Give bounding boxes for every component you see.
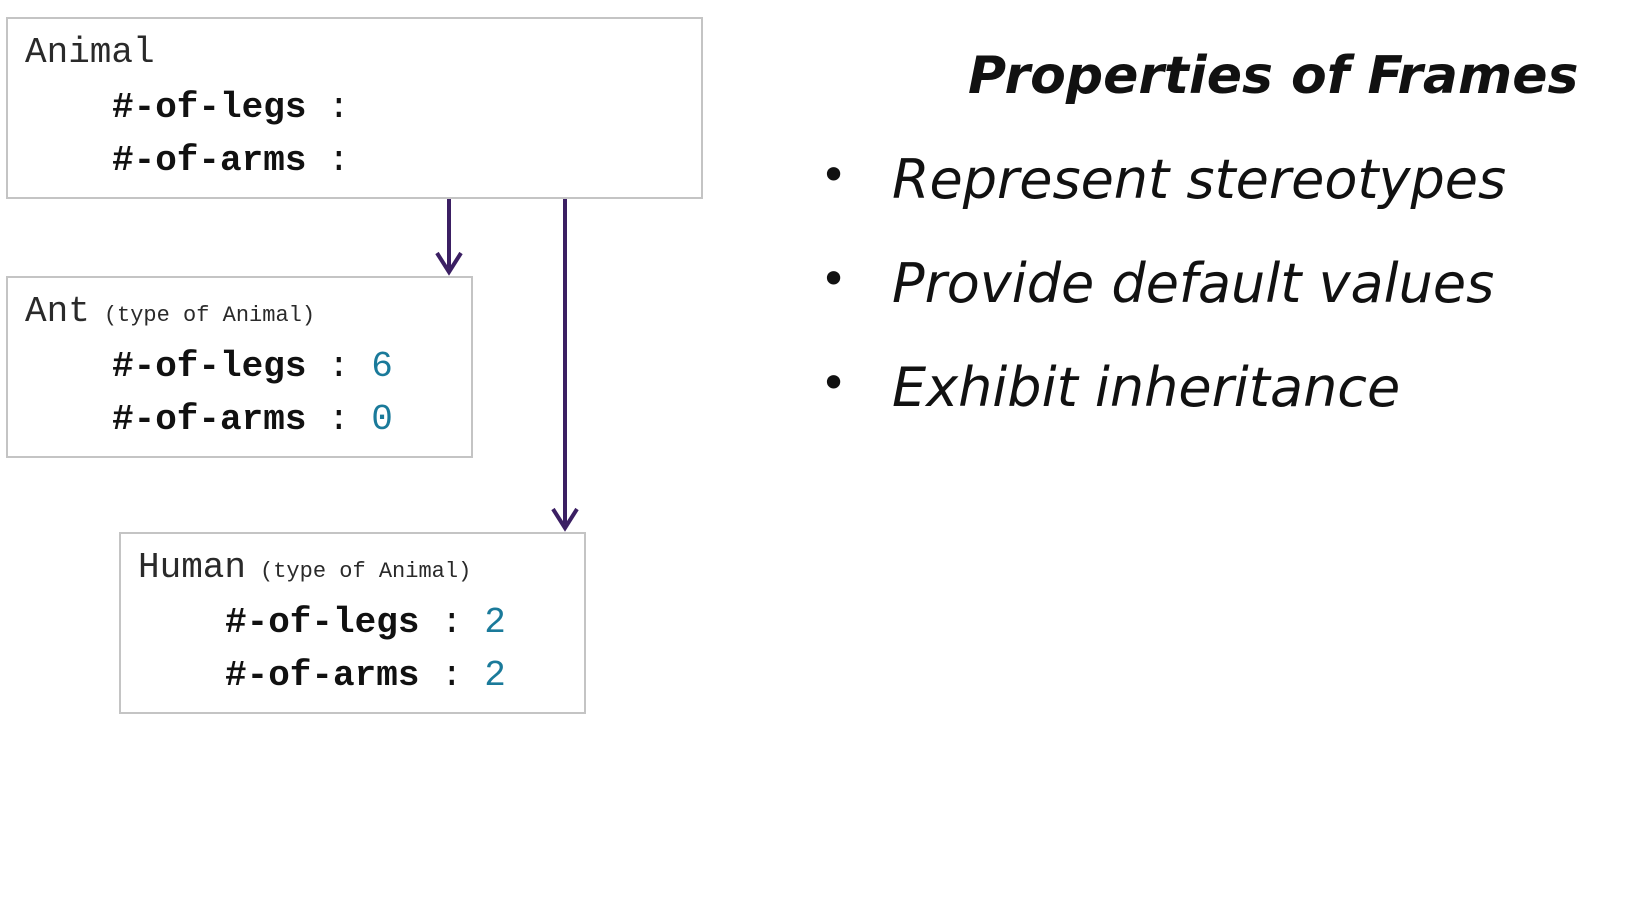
slot-separator: :: [328, 140, 350, 181]
frame-human: Human (type of Animal) #-of-legs : 2 #-of…: [119, 532, 586, 714]
frame-subtitle: (type of Animal): [103, 303, 316, 328]
slot-legs: #-of-legs : 6: [112, 349, 393, 385]
slot-separator: :: [328, 346, 350, 387]
frame-header: Animal: [25, 35, 155, 71]
slot-separator: :: [441, 655, 463, 696]
slide-title: Properties of Frames: [968, 46, 1579, 106]
frame-name: Animal: [25, 32, 155, 73]
arrowhead-human: [551, 507, 579, 532]
bullet-text: Provide default values: [892, 252, 1495, 315]
slot-arms: #-of-arms : 0: [112, 402, 393, 438]
slot-value: 2: [484, 655, 506, 696]
frame-name: Human: [138, 547, 247, 588]
slot-separator: :: [441, 602, 463, 643]
slot-arms: #-of-arms :: [112, 143, 350, 179]
bullet-dot-icon: •: [820, 252, 848, 306]
slot-legs: #-of-legs :: [112, 90, 350, 126]
slot-name: #-of-arms: [112, 399, 307, 440]
slot-name: #-of-arms: [112, 140, 307, 181]
slot-separator: :: [328, 399, 350, 440]
slot-value: 0: [371, 399, 393, 440]
frame-subtitle: (type of Animal): [260, 559, 472, 584]
slot-name: #-of-arms: [225, 655, 420, 696]
slot-value: 2: [484, 602, 506, 643]
slot-separator: :: [328, 87, 350, 128]
bullet-dot-icon: •: [820, 356, 848, 410]
slot-name: #-of-legs: [225, 602, 420, 643]
slot-legs: #-of-legs : 2: [225, 605, 506, 641]
bullet-dot-icon: •: [820, 148, 848, 202]
arrowhead-ant: [435, 251, 463, 276]
bullet-text: Exhibit inheritance: [892, 356, 1401, 419]
frame-header: Ant (type of Animal): [25, 294, 315, 330]
bullet-text: Represent stereotypes: [892, 148, 1507, 211]
frame-ant: Ant (type of Animal) #-of-legs : 6 #-of-a…: [6, 276, 473, 458]
slot-value: 6: [371, 346, 393, 387]
slot-name: #-of-legs: [112, 346, 307, 387]
frame-header: Human (type of Animal): [138, 550, 471, 586]
slot-name: #-of-legs: [112, 87, 307, 128]
frame-animal: Animal #-of-legs : #-of-arms :: [6, 17, 703, 199]
slot-arms: #-of-arms : 2: [225, 658, 506, 694]
frame-name: Ant: [25, 291, 90, 332]
